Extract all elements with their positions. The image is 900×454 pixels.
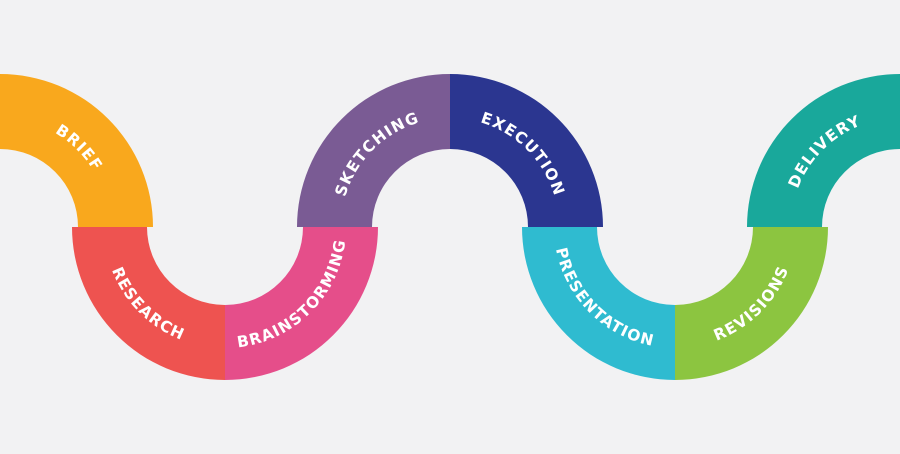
segment-execution bbox=[450, 74, 603, 227]
segment-sketching bbox=[297, 74, 450, 227]
segment-brainstorming bbox=[225, 227, 378, 380]
segment-presentation bbox=[522, 227, 675, 380]
segment-revisions bbox=[675, 227, 828, 380]
segment-delivery bbox=[747, 74, 900, 227]
segment-research bbox=[72, 227, 225, 380]
segment-brief bbox=[0, 74, 153, 227]
